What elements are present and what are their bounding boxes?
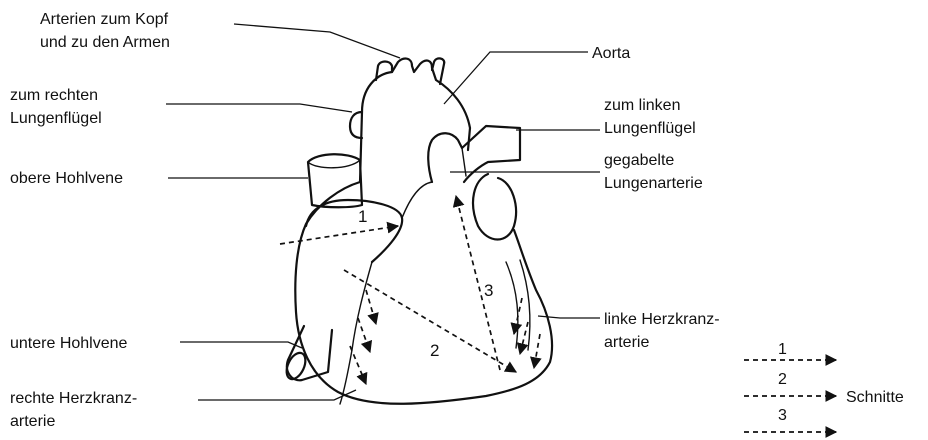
right-pulmonary-stub <box>350 112 362 138</box>
legend-schnitte: 1 2 Schnitte 3 <box>744 341 904 432</box>
label-aorta: Aorta <box>592 45 630 62</box>
label-arterien-line2: und zu den Armen <box>40 34 170 51</box>
label-arterien-line1: Arterien zum Kopf <box>40 11 169 28</box>
legend-item-2-number: 2 <box>778 371 787 388</box>
cut-arrows: 1 2 3 <box>280 196 540 384</box>
label-rechte-herzkranzarterie-line1: rechte Herzkranz- <box>10 390 137 407</box>
label-linke-herzkranzarterie-line2: arterie <box>604 334 649 351</box>
interventricular-groove <box>340 262 372 404</box>
labels-right: Aorta zum linken Lungenflügel gegabelte … <box>592 45 720 351</box>
right-atrium <box>306 200 402 262</box>
leader-rechter-lungenfluegel <box>166 104 352 112</box>
inferior-vena-cava <box>287 326 332 380</box>
leader-rechte-herzkranzarterie <box>198 390 356 400</box>
label-untere-hohlvene: untere Hohlvene <box>10 335 128 352</box>
legend-title: Schnitte <box>846 389 904 406</box>
leader-lines <box>166 24 600 400</box>
heart-illustration <box>283 58 552 404</box>
coronary-arrow <box>366 290 376 324</box>
cut-number-2: 2 <box>430 341 439 360</box>
label-lungenarterie-line2: Lungenarterie <box>604 175 703 192</box>
cut-arrow-1 <box>280 226 398 244</box>
label-rechte-herzkranzarterie-line2: arterie <box>10 413 55 430</box>
labels-left: Arterien zum Kopf und zu den Armen zum r… <box>10 11 170 430</box>
left-auricle <box>473 174 516 240</box>
label-rechter-lungenfluegel-line1: zum rechten <box>10 87 98 104</box>
label-linke-herzkranzarterie-line1: linke Herzkranz- <box>604 311 720 328</box>
cut-number-1: 1 <box>358 207 367 226</box>
legend-item-1-number: 1 <box>778 341 787 358</box>
pulmonary-trunk <box>428 126 520 182</box>
leader-aorta <box>444 52 588 104</box>
leader-untere-hohlvene <box>180 342 302 348</box>
heart-body <box>295 182 552 404</box>
label-linker-lungenfluegel-line1: zum linken <box>604 97 680 114</box>
label-obere-hohlvene: obere Hohlvene <box>10 170 123 187</box>
coronary-arrow <box>520 322 528 354</box>
cut-number-3: 3 <box>484 281 493 300</box>
label-rechter-lungenfluegel-line2: Lungenflügel <box>10 110 102 127</box>
leader-arterien <box>234 24 400 58</box>
label-linker-lungenfluegel-line2: Lungenflügel <box>604 120 696 137</box>
coronary-arrow <box>358 318 370 352</box>
legend-item-3-number: 3 <box>778 407 787 424</box>
coronary-arrow <box>534 334 540 368</box>
label-lungenarterie-line1: gegabelte <box>604 152 674 169</box>
